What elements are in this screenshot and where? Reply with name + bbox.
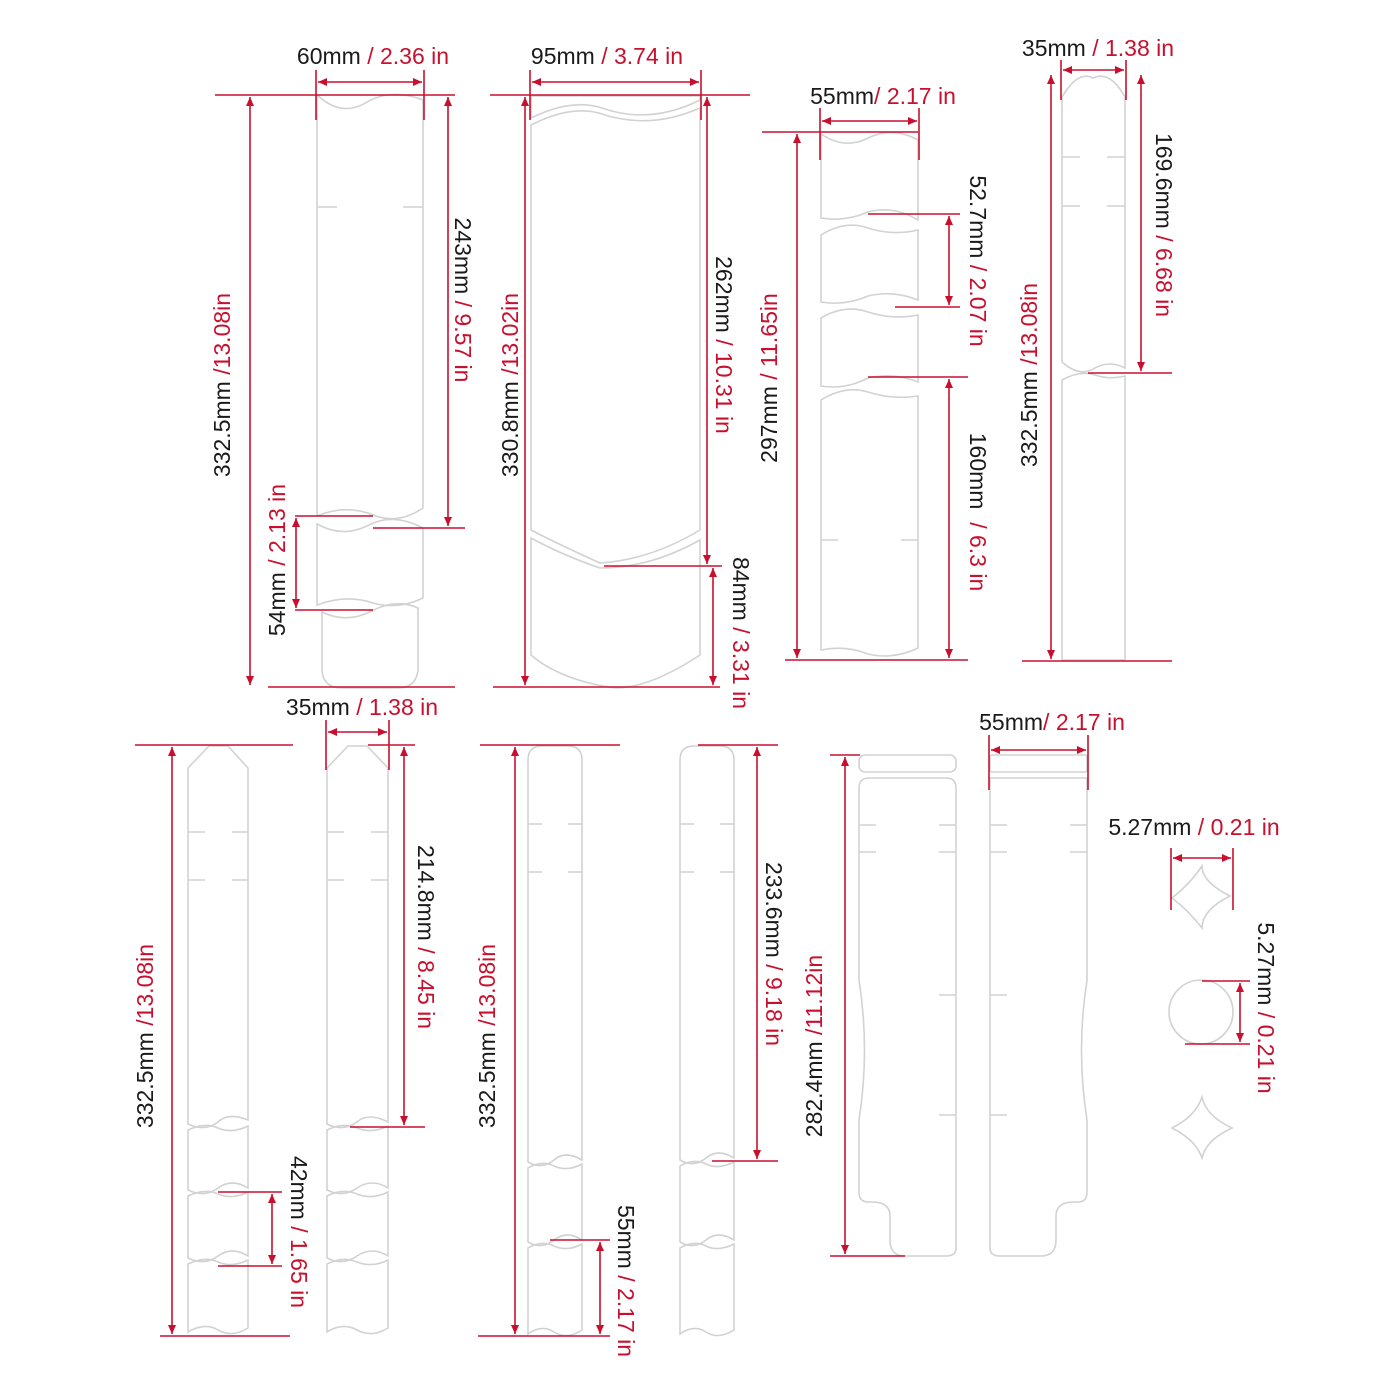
p2-height-label: 330.8mm /13.02in bbox=[497, 293, 523, 477]
p5-segment-label: 42mm / 1.65 in bbox=[286, 1156, 312, 1308]
p5-width-label: 35mm / 1.38 in bbox=[286, 694, 438, 720]
piece-7-dimensions bbox=[830, 735, 1089, 1257]
dot-shapes bbox=[1168, 863, 1234, 1161]
p3-width-label: 55mm/ 2.17 in bbox=[810, 83, 956, 109]
dot-width-label: 5.27mm / 0.21 in bbox=[1108, 814, 1279, 840]
p3-segment-label: 52.7mm / 2.07 in bbox=[965, 175, 991, 346]
p2-upper-label: 262mm / 10.31 in bbox=[711, 256, 737, 434]
p4-upper-label: 169.6mm / 6.68 in bbox=[1151, 133, 1177, 317]
dot-dimensions bbox=[1170, 848, 1250, 1045]
p1-segment-label: 54mm / 2.13 in bbox=[264, 484, 290, 636]
piece-5-dimensions bbox=[135, 720, 425, 1337]
piece-1-outline bbox=[316, 93, 424, 689]
p3-height-label: 297mm / 11.65in bbox=[756, 293, 782, 463]
dot-height-label: 5.27mm / 0.21 in bbox=[1253, 922, 1279, 1093]
piece-4-outline bbox=[1061, 75, 1126, 661]
p4-width-label: 35mm / 1.38 in bbox=[1022, 35, 1174, 61]
p1-height-label: 332.5mm /13.08in bbox=[209, 293, 235, 477]
piece-3-dimensions bbox=[762, 108, 968, 661]
p5-upper-label: 214.8mm / 8.45 in bbox=[413, 845, 439, 1029]
piece-2-dimensions bbox=[490, 70, 750, 688]
p7-width-label: 55mm/ 2.17 in bbox=[979, 709, 1125, 735]
p7-height-label: 282.4mm /11.12in bbox=[801, 955, 827, 1137]
piece-1-dimensions bbox=[215, 70, 465, 688]
piece-6-dimensions bbox=[478, 744, 778, 1337]
piece-7-outline bbox=[858, 754, 1088, 1257]
p6-upper-label: 233.6mm / 9.18 in bbox=[761, 862, 787, 1046]
piece-3-outline bbox=[820, 131, 919, 657]
p2-lower-label: 84mm / 3.31 in bbox=[728, 557, 754, 709]
p3-lower-label: 160mm / 6.3 in bbox=[965, 433, 991, 592]
labels: 60mm / 2.36 in 332.5mm /13.08in 243mm / … bbox=[132, 35, 1280, 1357]
p1-upper-label: 243mm / 9.57 in bbox=[450, 218, 476, 383]
p6-segment-label: 55mm / 2.17 in bbox=[613, 1205, 639, 1357]
p1-width-label: 60mm / 2.36 in bbox=[297, 43, 449, 69]
p2-width-label: 95mm / 3.74 in bbox=[531, 43, 683, 69]
piece-5-outline bbox=[187, 745, 389, 1335]
p6-height-label: 332.5mm /13.08in bbox=[474, 944, 500, 1128]
p5-height-label: 332.5mm /13.08in bbox=[132, 944, 158, 1128]
piece-4-dimensions bbox=[1022, 60, 1172, 662]
piece-2-outline bbox=[530, 95, 701, 689]
p4-height-label: 332.5mm /13.08in bbox=[1016, 283, 1042, 467]
piece-6-outline bbox=[527, 745, 735, 1337]
